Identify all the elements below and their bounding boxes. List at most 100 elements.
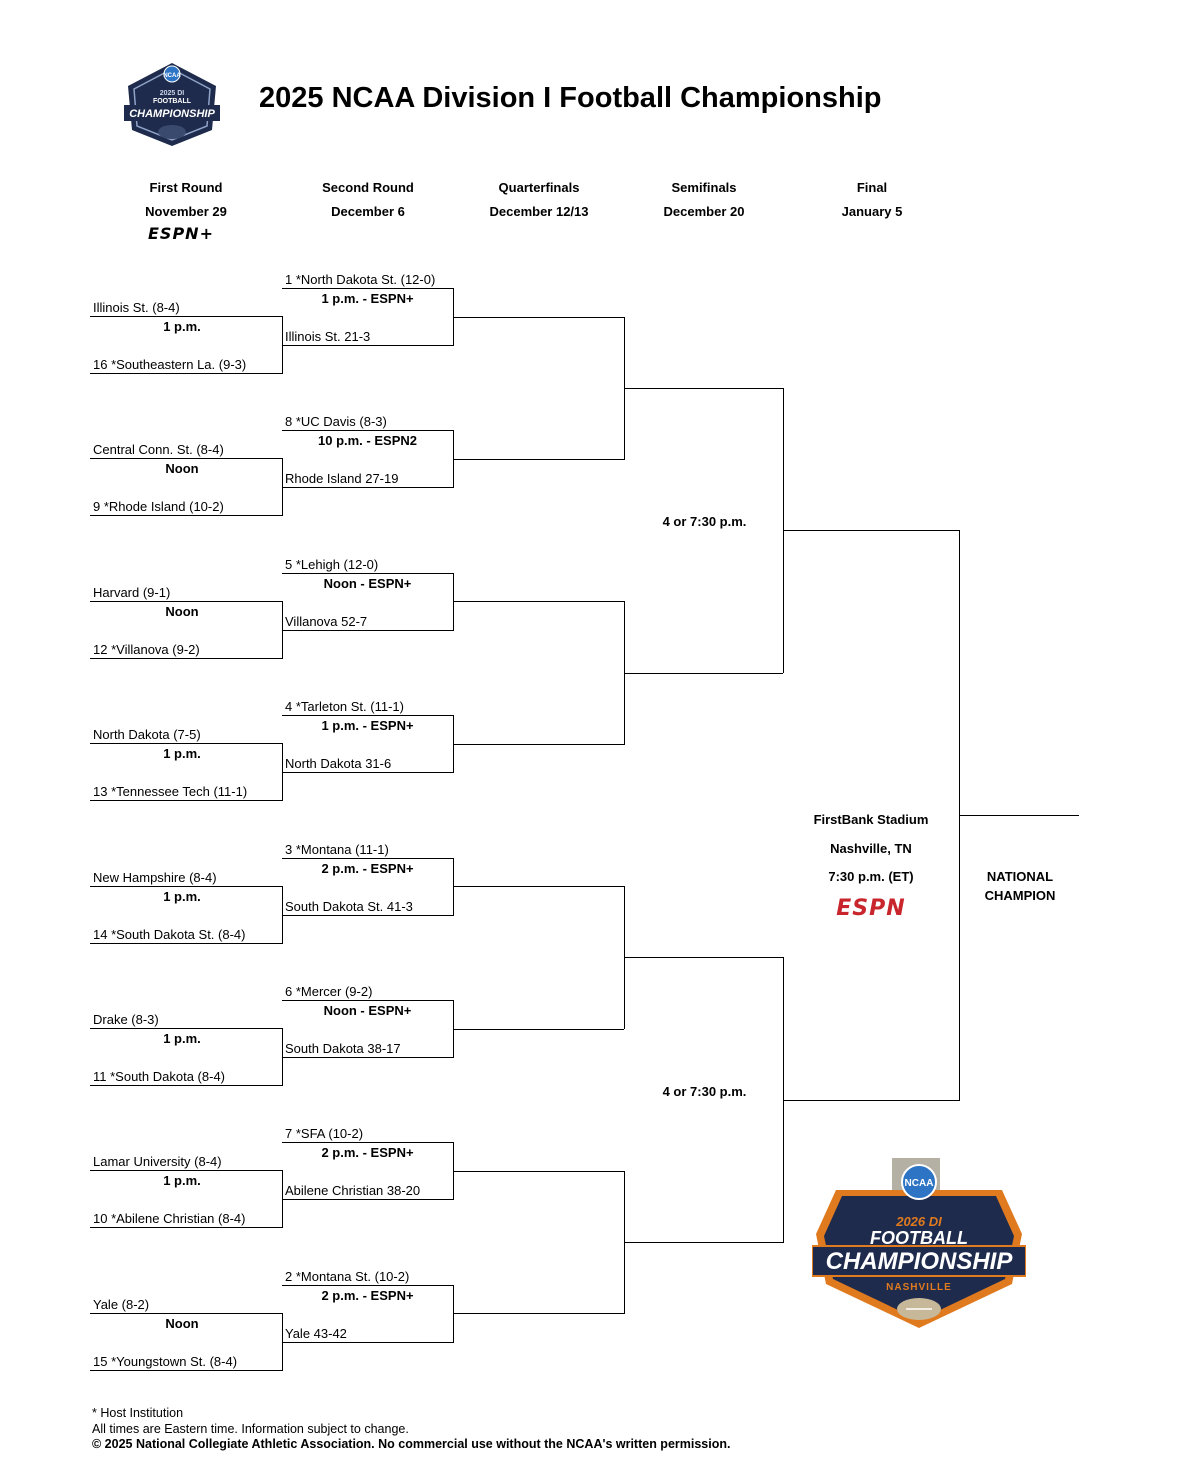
semifinal-top-line xyxy=(624,387,783,389)
first-round-time: 1 p.m. xyxy=(163,319,201,334)
second-round-team-top: 7 *SFA (10-2) xyxy=(285,1126,364,1142)
logo-large-line4: NASHVILLE xyxy=(886,1282,952,1293)
round-name: Semifinals xyxy=(671,180,737,195)
logo-small-line3: CHAMPIONSHIP xyxy=(129,108,215,120)
first-round-team-top: North Dakota (7-5) xyxy=(93,727,201,743)
first-round-bottom-line xyxy=(90,1227,282,1229)
first-round-time: 1 p.m. xyxy=(163,1173,201,1189)
first-round-bottom-line xyxy=(90,800,282,802)
second-round-team-bottom: Villanova 52-7 xyxy=(285,613,368,629)
logo-small-line1: 2025 DI xyxy=(160,90,185,97)
first-round-team-top: Central Conn. St. (8-4) xyxy=(93,442,224,458)
second-round-team-bottom: South Dakota 38-17 xyxy=(285,1041,401,1056)
second-round-bottom-line xyxy=(282,772,453,774)
second-round-team-top: 2 *Montana St. (10-2) xyxy=(285,1268,410,1284)
semifinal-time: 4 or 7:30 p.m. xyxy=(662,1083,747,1099)
second-round-team-top: 1 *North Dakota St. (12-0) xyxy=(285,272,436,287)
round-name: Quarterfinals xyxy=(498,180,580,195)
round-header-quarterfinals: Quarterfinals December 12/13 xyxy=(449,180,629,220)
footer-host-note: * Host Institution xyxy=(92,1406,184,1420)
second-round-time: 1 p.m. - ESPN+ xyxy=(321,291,414,306)
espn-plus-logo: ESPN+ xyxy=(148,224,214,244)
second-round-top-line xyxy=(282,715,453,717)
first-round-team-top: Drake (8-3) xyxy=(93,1012,159,1027)
espn-text: ESPN xyxy=(836,896,906,921)
second-round-team-top: 5 *Lehigh (12-0) xyxy=(285,556,379,572)
second-round-time: 2 p.m. - ESPN+ xyxy=(321,1287,414,1303)
logo-large-badge: NCAA xyxy=(905,1178,934,1189)
first-round-time: 1 p.m. xyxy=(163,1031,201,1046)
second-round-time: 2 p.m. - ESPN+ xyxy=(321,1145,414,1161)
first-round-top-line xyxy=(90,743,282,745)
second-round-team-top: 3 *Montana (11-1) xyxy=(285,841,389,857)
second-round-top-line xyxy=(282,1000,453,1001)
first-round-bottom-line xyxy=(90,657,282,659)
second-round-team-bottom: Illinois St. 21-3 xyxy=(285,329,371,344)
first-round-bottom-line xyxy=(90,515,282,517)
second-round-bottom-line xyxy=(282,487,453,489)
round-date: December 20 xyxy=(663,204,745,219)
first-round-time: Noon xyxy=(165,461,199,477)
first-round-team-bottom: 10 *Abilene Christian (8-4) xyxy=(93,1211,246,1227)
first-round-top-line xyxy=(90,458,282,460)
second-round-time: Noon - ESPN+ xyxy=(323,575,412,591)
second-round-top-line xyxy=(282,288,453,289)
second-round-top-line xyxy=(282,430,453,432)
second-round-team-bottom: North Dakota 31-6 xyxy=(285,756,392,772)
semifinal-top-line xyxy=(624,957,783,959)
second-round-bottom-line xyxy=(282,1341,453,1343)
first-round-time: Noon xyxy=(165,603,199,619)
first-round-team-bottom: 11 *South Dakota (8-4) xyxy=(93,1069,225,1084)
champion-label-line2: CHAMPION xyxy=(984,888,1056,903)
round-date: December 6 xyxy=(331,204,405,219)
second-round-top-line xyxy=(282,1284,453,1286)
round-header-second: Second Round December 6 xyxy=(278,180,458,220)
page-title: 2025 NCAA Division I Football Championsh… xyxy=(259,82,882,114)
second-round-bottom-line xyxy=(282,629,453,631)
logo-small-line2: FOOTBALL xyxy=(153,98,192,105)
first-round-team-bottom: 9 *Rhode Island (10-2) xyxy=(93,499,224,515)
second-round-time: Noon - ESPN+ xyxy=(323,1003,412,1018)
second-round-team-top: 4 *Tarleton St. (11-1) xyxy=(285,699,404,715)
champion-line xyxy=(959,814,1079,816)
final-top-line xyxy=(783,530,959,532)
round-name: Second Round xyxy=(322,180,414,195)
round-date: December 12/13 xyxy=(489,204,589,219)
championship-logo-small: NCAA 2025 DI FOOTBALL CHAMPIONSHIP xyxy=(120,60,224,148)
logo-large-line3: CHAMPIONSHIP xyxy=(826,1248,1014,1275)
espn-logo: ESPN xyxy=(831,896,911,921)
first-round-bottom-line xyxy=(90,1369,282,1371)
logo-large-line2: FOOTBALL xyxy=(870,1228,968,1248)
first-round-bottom-line xyxy=(90,942,282,944)
second-round-team-bottom: Abilene Christian 38-20 xyxy=(285,1183,421,1199)
first-round-team-top: Harvard (9-1) xyxy=(93,584,171,600)
first-round-team-top: Illinois St. (8-4) xyxy=(93,300,180,315)
first-round-team-bottom: 16 *Southeastern La. (9-3) xyxy=(93,357,247,372)
espn-plus-text: ESPN+ xyxy=(148,224,214,243)
round-date: January 5 xyxy=(841,204,903,219)
first-round-team-top: Lamar University (8-4) xyxy=(93,1154,222,1170)
round-name: First Round xyxy=(149,180,223,195)
first-round-top-line xyxy=(90,1312,282,1314)
semifinal-time: 4 or 7:30 p.m. xyxy=(662,514,747,530)
quarterfinal-top-line xyxy=(453,601,624,603)
first-round-top-line xyxy=(90,885,282,887)
round-name: Final xyxy=(856,180,888,195)
championship-logo-large: NCAA 2026 DI FOOTBALL CHAMPIONSHIP NASHV… xyxy=(811,1156,1027,1334)
quarterfinal-bottom-line xyxy=(453,1313,624,1315)
semifinal-bottom-line xyxy=(624,1242,783,1244)
second-round-time: 10 p.m. - ESPN2 xyxy=(318,433,417,449)
round-date: November 29 xyxy=(145,204,227,219)
second-round-bottom-line xyxy=(282,345,453,346)
first-round-bottom-line xyxy=(90,1085,282,1086)
round-header-semifinals: Semifinals December 20 xyxy=(614,180,794,220)
second-round-team-bottom: South Dakota St. 41-3 xyxy=(285,898,413,914)
logo-small-badge: NCAA xyxy=(163,73,181,79)
quarterfinal-bottom-line xyxy=(453,1028,624,1030)
round-header-first: First Round November 29 xyxy=(96,180,276,220)
footer-times-note: All times are Eastern time. Information … xyxy=(92,1422,409,1436)
quarterfinal-top-line xyxy=(453,1170,624,1172)
first-round-team-bottom: 15 *Youngstown St. (8-4) xyxy=(93,1353,238,1369)
champion-label-line1: NATIONAL xyxy=(986,869,1054,884)
first-round-team-bottom: 13 *Tennessee Tech (11-1) xyxy=(93,784,248,800)
